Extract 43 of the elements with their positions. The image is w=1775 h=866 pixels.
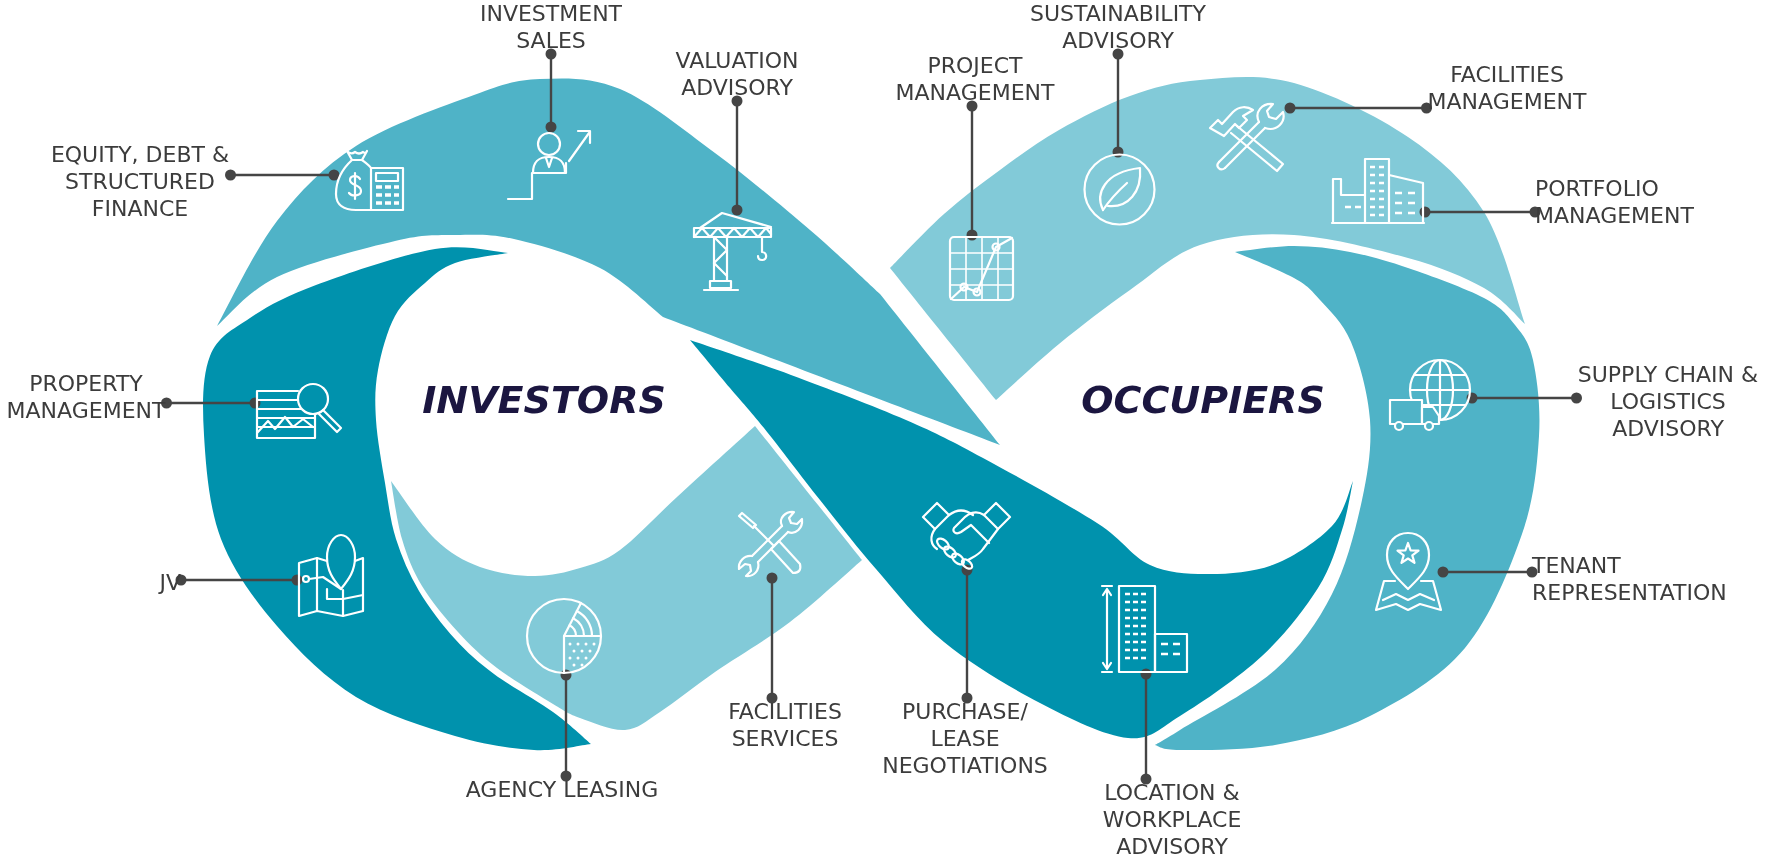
leader-line <box>545 48 557 133</box>
leader-line <box>175 574 303 586</box>
callout-label: INVESTMENT SALES <box>478 0 624 54</box>
leaf-icon <box>1082 152 1157 227</box>
star-map-pin-icon <box>1374 531 1443 612</box>
line-chart-icon <box>948 235 1015 302</box>
callout-label: PROPERTY MANAGEMENT <box>5 370 167 424</box>
callout-label: JV <box>157 569 181 596</box>
map-pin-icon <box>297 533 365 618</box>
globe-truck-icon <box>1388 358 1472 433</box>
callout-label: TENANT REPRESENTATION <box>1532 552 1729 606</box>
callout-label: EQUITY, DEBT & STRUCTURED FINANCE <box>49 141 231 222</box>
callout-label: LOCATION & WORKPLACE ADVISORY <box>1101 779 1243 860</box>
section-heading: OCCUPIERS <box>1081 378 1325 422</box>
leader-line <box>560 669 572 782</box>
building-height-icon <box>1101 584 1189 674</box>
crane-icon <box>692 210 773 292</box>
money-bag-calculator-icon <box>334 148 405 212</box>
callout-label: VALUATION ADVISORY <box>674 47 800 101</box>
wrench-screwdriver-icon <box>736 510 804 578</box>
leader-line <box>225 169 340 181</box>
chart-magnifier-icon <box>255 381 344 440</box>
callout-label: SUPPLY CHAIN & LOGISTICS ADVISORY <box>1576 361 1760 442</box>
callout-label: FACILITIES MANAGEMENT <box>1426 61 1588 115</box>
leader-line <box>1466 392 1582 404</box>
leader-line <box>966 100 978 241</box>
callout-label: AGENCY LEASING <box>464 776 660 803</box>
callout-label: PORTFOLIO MANAGEMENT <box>1535 175 1696 229</box>
buildings-icon <box>1331 157 1425 225</box>
leader-line <box>961 564 973 704</box>
leader-line <box>1140 668 1152 785</box>
leader-line <box>1437 566 1538 578</box>
leader-line <box>1284 102 1432 114</box>
leader-line <box>1112 48 1124 158</box>
section-heading: INVESTORS <box>422 378 666 422</box>
leader-line <box>161 397 261 409</box>
callout-label: SUSTAINABILITY ADVISORY <box>1028 0 1208 54</box>
callout-label: FACILITIES SERVICES <box>727 698 843 752</box>
leader-line <box>731 95 743 216</box>
callout-label: PROJECT MANAGEMENT <box>894 52 1056 106</box>
leader-line <box>766 572 778 704</box>
callout-label: PURCHASE/ LEASE NEGOTIATIONS <box>881 698 1049 779</box>
person-steps-arrow-icon <box>506 127 592 201</box>
